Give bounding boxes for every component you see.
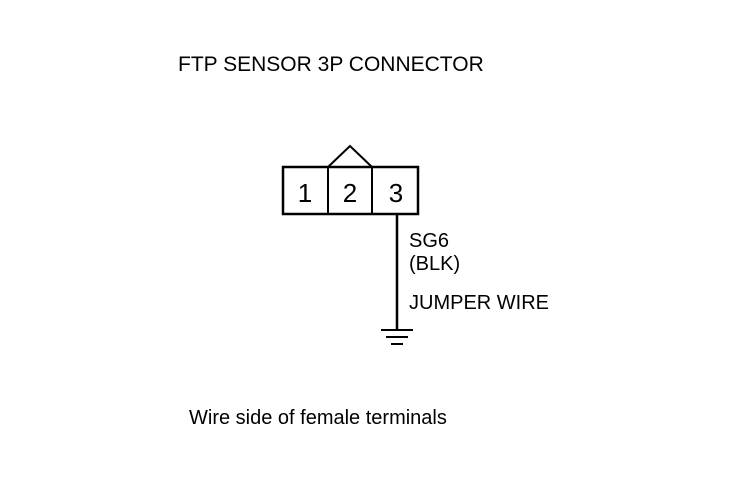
connector: 1 2 3	[281, 144, 420, 216]
wire-signal-label: SG6	[409, 230, 449, 252]
terminal-3: 3	[389, 178, 403, 208]
connector-housing	[281, 165, 420, 216]
jumper-wire-label: JUMPER WIRE	[409, 292, 549, 314]
ground-icon	[381, 329, 413, 345]
terminal-1: 1	[298, 178, 312, 208]
diagram-caption: Wire side of female terminals	[189, 407, 447, 429]
diagram-title: FTP SENSOR 3P CONNECTOR	[178, 53, 484, 76]
connector-lock-tab	[327, 144, 373, 168]
terminal-2: 2	[343, 178, 357, 208]
wire-color-label: (BLK)	[409, 253, 460, 275]
